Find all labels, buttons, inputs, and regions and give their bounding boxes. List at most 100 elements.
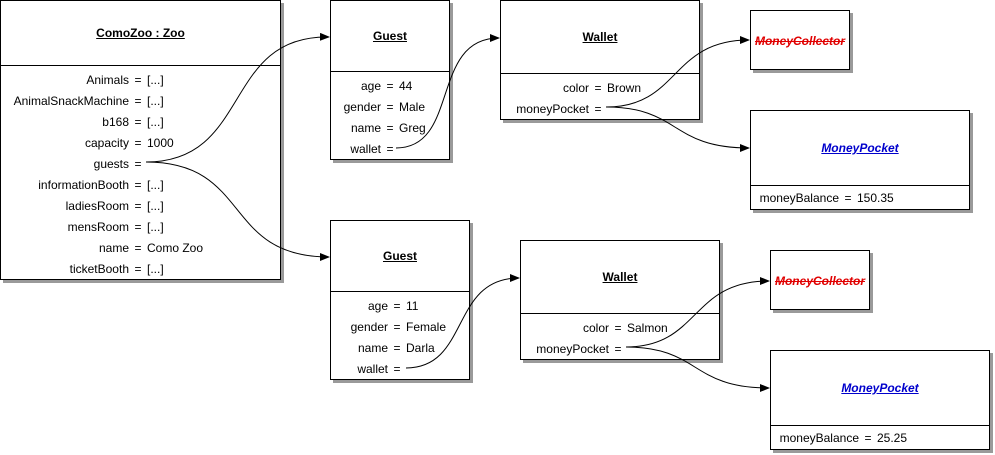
attr-key: Animals: [86, 72, 129, 87]
money-pocket-divider: [751, 185, 969, 186]
attr-value: [...]: [147, 114, 164, 129]
attr-key: mensRoom: [67, 219, 129, 234]
wallet-object-title: Wallet: [582, 30, 618, 44]
attr-value: [...]: [147, 261, 164, 276]
zoo-attr-ladies-room: ladiesRoom=[...]: [1, 195, 280, 216]
attr-value: 25.25: [877, 430, 908, 445]
attr-value: [...]: [147, 198, 164, 213]
guest-attr-wallet: wallet=: [331, 138, 449, 159]
guest-attr-name: name=Darla: [331, 337, 469, 358]
attr-equals: =: [594, 80, 602, 95]
wallet-attr-color: color=Brown: [501, 77, 699, 98]
zoo-attr-b168: b168 = [...]: [1, 111, 280, 132]
money-pocket-attr-balance: moneyBalance = 150.35: [751, 187, 969, 208]
attr-key: moneyBalance: [759, 190, 839, 205]
attr-equals: =: [393, 361, 401, 376]
zoo-attr-ticket-booth: ticketBooth=[...]: [1, 258, 280, 279]
attr-equals: =: [614, 320, 622, 335]
guest-object-title: Guest: [382, 249, 417, 263]
attr-value: Darla: [406, 340, 435, 355]
attr-value: [...]: [147, 93, 164, 108]
wallet-object-box-salmon[interactable]: Wallet color = Salmon moneyPocket=: [520, 240, 720, 360]
attr-equals: =: [386, 120, 394, 135]
money-pocket-attribute-list: moneyBalance = 150.35: [751, 186, 969, 208]
attr-key: gender: [350, 319, 388, 334]
attr-key: name: [350, 120, 381, 135]
attr-key: name: [98, 240, 129, 255]
attr-key: AnimalSnackMachine: [13, 93, 129, 108]
money-pocket-title: MoneyPocket: [821, 141, 899, 155]
attr-equals: =: [844, 190, 852, 205]
guest-attr-gender: gender = Male: [331, 96, 449, 117]
attr-equals: =: [594, 101, 602, 116]
attr-equals: =: [134, 240, 142, 255]
attr-value: 150.35: [857, 190, 894, 205]
attr-equals: =: [393, 298, 401, 313]
wallet-attribute-list: color = Salmon moneyPocket=: [521, 314, 719, 359]
attr-equals: =: [393, 319, 401, 334]
attr-key: capacity: [84, 135, 129, 150]
attr-key: age: [367, 298, 388, 313]
money-pocket-divider: [771, 425, 989, 426]
attr-value: [...]: [147, 177, 164, 192]
guest-object-box-darla[interactable]: Guest age=11 gender=Female name=Darla wa…: [330, 220, 470, 380]
money-pocket-box-1[interactable]: MoneyPocket moneyBalance = 150.35: [750, 110, 970, 210]
attr-equals: =: [864, 430, 872, 445]
attr-key: b168: [102, 114, 129, 129]
attr-equals: =: [134, 198, 142, 213]
attr-value: 1000: [147, 135, 174, 150]
guest-object-box-greg[interactable]: Guest age = 44 gender = Male name = Greg walle…: [330, 0, 450, 160]
money-collector-box-2[interactable]: MoneyCollector: [770, 250, 870, 310]
money-pocket-box-2[interactable]: MoneyPocket moneyBalance = 25.25: [770, 350, 990, 450]
money-pocket-attribute-list: moneyBalance = 25.25: [771, 426, 989, 448]
zoo-attr-capacity: capacity = 1000: [1, 132, 280, 153]
attr-value: 11: [406, 298, 419, 313]
wallet-object-box-brown[interactable]: Wallet color=Brown moneyPocket=: [500, 0, 700, 120]
attr-value: Salmon: [627, 320, 668, 335]
guest-attribute-list: age = 44 gender = Male name = Greg wallet=: [331, 72, 449, 159]
guest-object-title: Guest: [372, 29, 407, 43]
guest-attr-age: age = 44: [331, 75, 449, 96]
guest-attr-age: age = 11: [331, 295, 469, 316]
guest-attr-name: name = Greg: [331, 117, 449, 138]
attr-value: 44: [399, 78, 413, 93]
attr-value: Male: [399, 99, 426, 114]
zoo-object-box[interactable]: ComoZoo : Zoo Animals=[...] AnimalSnackM…: [0, 0, 281, 280]
attr-key: age: [360, 78, 381, 93]
guest-attribute-list: age = 11 gender = Female name=Darla wallet =: [331, 292, 469, 379]
attr-equals: =: [134, 114, 142, 129]
attr-equals: =: [134, 135, 142, 150]
attr-key: name: [357, 340, 388, 355]
zoo-attr-information-booth: informationBooth = [...]: [1, 174, 280, 195]
wallet-attribute-list: color=Brown moneyPocket=: [501, 74, 699, 119]
money-collector-box-1[interactable]: MoneyCollector: [750, 10, 850, 70]
zoo-attr-mens-room: mensRoom = [...]: [1, 216, 280, 237]
attr-key: color: [582, 320, 609, 335]
attr-value: Brown: [607, 80, 642, 95]
attr-equals: =: [134, 177, 142, 192]
attr-key: informationBooth: [38, 177, 129, 192]
money-pocket-title: MoneyPocket: [841, 381, 919, 395]
attr-value: Female: [406, 319, 447, 334]
attr-key: wallet: [350, 141, 381, 156]
money-collector-title: MoneyCollector: [774, 274, 865, 288]
wallet-attr-money-pocket: moneyPocket=: [521, 338, 719, 359]
attr-equals: =: [386, 99, 394, 114]
attr-value: Greg: [399, 120, 426, 135]
attr-key: moneyBalance: [779, 430, 859, 445]
attr-key: ticketBooth: [69, 261, 129, 276]
attr-equals: =: [614, 341, 622, 356]
attr-key: guests: [93, 156, 129, 171]
attr-equals: =: [386, 78, 394, 93]
zoo-divider: [1, 65, 280, 66]
zoo-attr-animals: Animals=[...]: [1, 69, 280, 90]
zoo-attr-name: name=Como Zoo: [1, 237, 280, 258]
wallet-object-title: Wallet: [602, 270, 638, 284]
attr-key: gender: [343, 99, 381, 114]
zoo-attr-animal-snack-machine: AnimalSnackMachine=[...]: [1, 90, 280, 111]
attr-equals: =: [134, 219, 142, 234]
attr-value: [...]: [147, 72, 164, 87]
attr-key: wallet: [357, 361, 388, 376]
guest-attr-gender: gender = Female: [331, 316, 469, 337]
attr-value: [...]: [147, 219, 164, 234]
